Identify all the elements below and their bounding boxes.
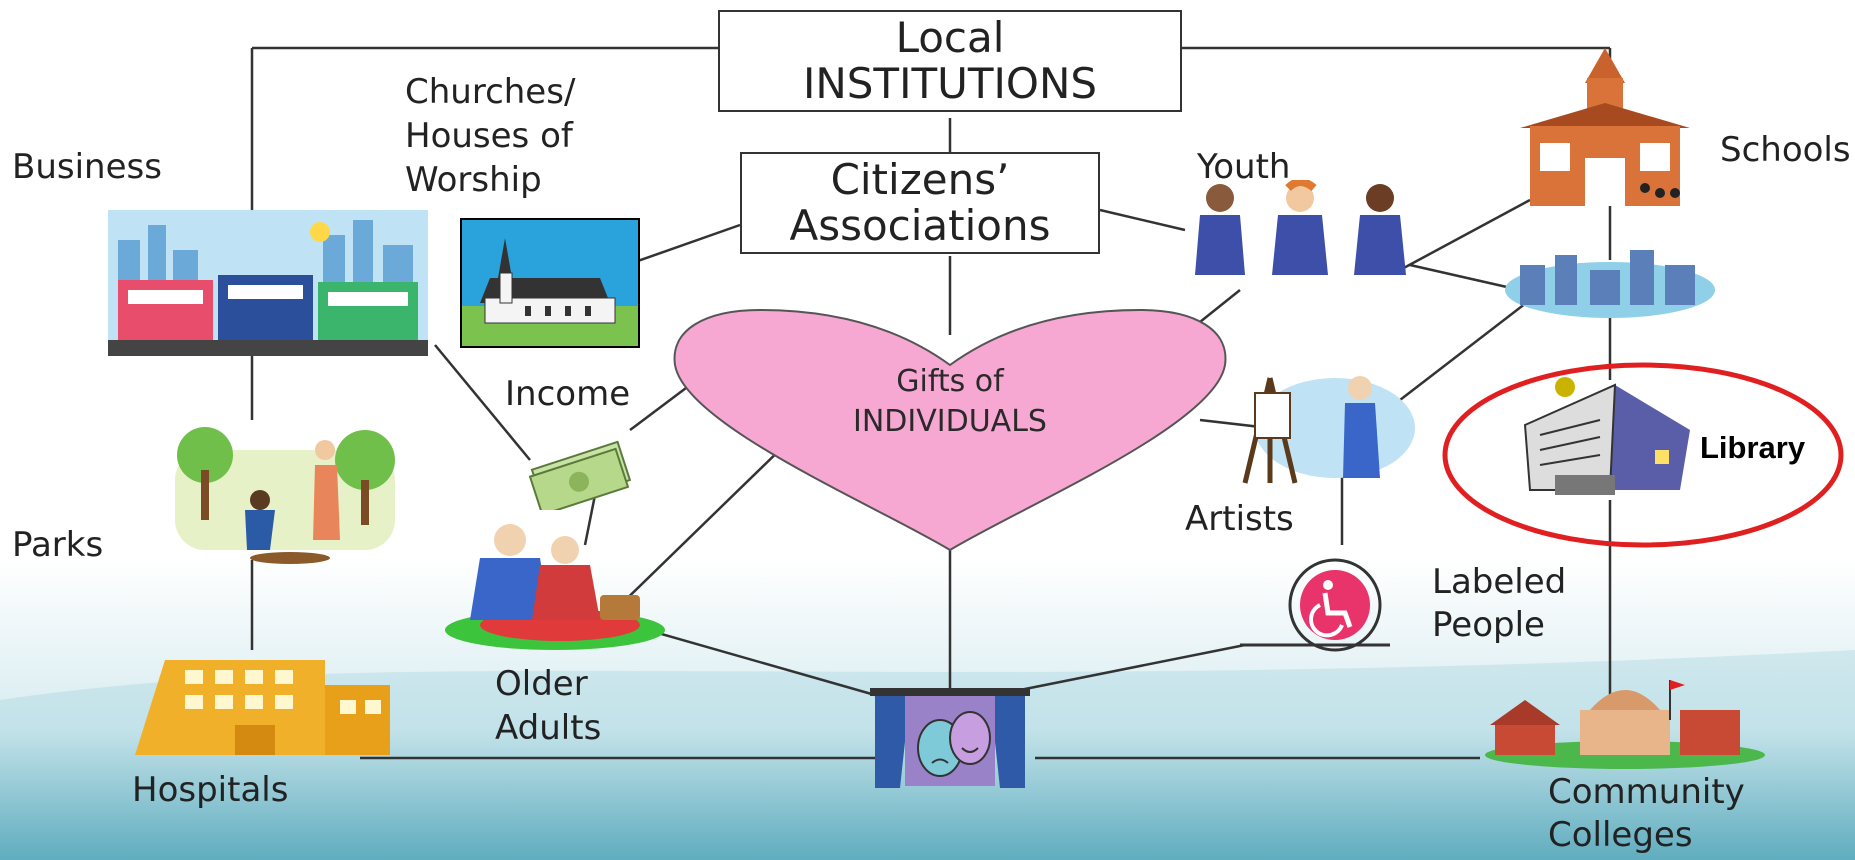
heart-icon: [673, 308, 1227, 552]
library-icon: [1523, 377, 1690, 495]
older-adults-label-line1: Older: [495, 664, 588, 704]
hospital-icon: [135, 660, 390, 755]
older-adults-label-line2: Adults: [495, 708, 602, 748]
library-label: Library: [1700, 430, 1806, 465]
schools-label: Schools: [1720, 130, 1851, 170]
city-storefront-icon: [108, 210, 428, 356]
citizens-associations-box: Citizens’ Associations: [740, 152, 1100, 254]
youth-label: Youth: [1197, 147, 1291, 187]
citizens-associations-line2: Associations: [789, 201, 1051, 250]
labeled-people-label-line1: Labeled: [1432, 562, 1567, 602]
youth-icon: [1195, 180, 1406, 275]
gifts-of-individuals: Gifts of INDIVIDUALS: [790, 362, 1110, 442]
hospitals-label: Hospitals: [132, 770, 289, 810]
churches-label-line3: Worship: [405, 160, 542, 200]
community-colleges-label-line1: Community: [1548, 772, 1745, 812]
labeled-people-label-line2: People: [1432, 605, 1545, 645]
theater-masks-icon: [870, 688, 1030, 788]
community-colleges-label-line2: Colleges: [1548, 815, 1693, 855]
money-icon: [528, 440, 632, 510]
artists-label: Artists: [1185, 499, 1294, 539]
local-institutions-box: Local INSTITUTIONS: [718, 10, 1182, 112]
churches-label-line2: Houses of: [405, 116, 573, 156]
gifts-line1: Gifts of: [896, 364, 1004, 399]
churches-label-line1: Churches/: [405, 72, 576, 112]
older-adults-icon: [445, 524, 665, 650]
college-campus-icon: [1485, 680, 1765, 769]
artist-icon: [1242, 376, 1415, 484]
wheelchair-icon: [1240, 558, 1390, 652]
local-institutions-line1: Local: [895, 13, 1005, 62]
park-icon: [175, 427, 395, 564]
gifts-line2: INDIVIDUALS: [853, 404, 1047, 439]
neighborhood-icon: [1505, 250, 1715, 318]
library-highlight-ring: [1442, 362, 1844, 548]
business-label: Business: [12, 147, 162, 187]
income-label: Income: [505, 374, 631, 414]
school-icon: [1520, 48, 1690, 206]
citizens-associations-line1: Citizens’: [830, 155, 1010, 204]
church-icon: [460, 218, 640, 348]
parks-label: Parks: [12, 525, 104, 565]
local-institutions-line2: INSTITUTIONS: [802, 59, 1098, 108]
